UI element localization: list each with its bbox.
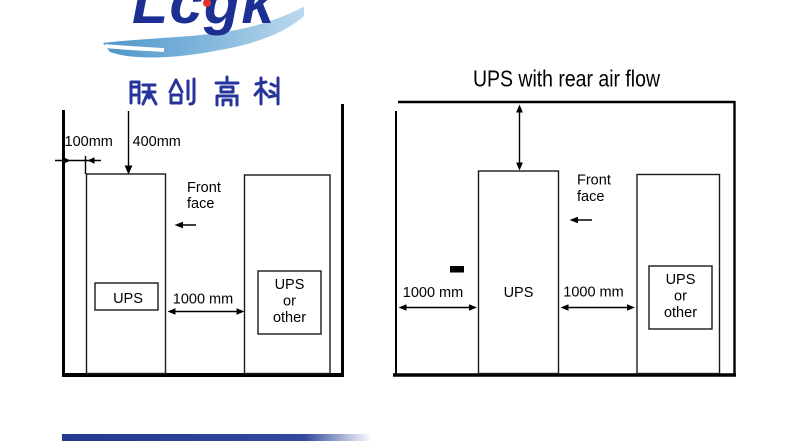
svg-text:Lcgk: Lcgk bbox=[132, 0, 277, 36]
svg-text:1000 mm: 1000 mm bbox=[173, 292, 233, 308]
svg-text:face: face bbox=[577, 189, 604, 205]
svg-text:100mm: 100mm bbox=[65, 134, 113, 150]
svg-text:400mm: 400mm bbox=[133, 134, 181, 150]
svg-text:UPS: UPS bbox=[275, 277, 305, 293]
svg-text:UPS: UPS bbox=[113, 291, 143, 307]
svg-text:UPS: UPS bbox=[504, 285, 534, 301]
svg-text:or: or bbox=[674, 289, 687, 305]
svg-text:UPS with rear air flow: UPS with rear air flow bbox=[473, 66, 660, 92]
svg-text:other: other bbox=[664, 305, 697, 321]
svg-text:other: other bbox=[273, 310, 306, 326]
svg-text:1000 mm: 1000 mm bbox=[563, 285, 623, 301]
svg-text:Front: Front bbox=[577, 173, 611, 189]
svg-text:1000 mm: 1000 mm bbox=[403, 285, 463, 301]
svg-text:UPS: UPS bbox=[666, 272, 696, 288]
svg-text:Front: Front bbox=[187, 180, 221, 196]
svg-text:or: or bbox=[283, 294, 296, 310]
svg-text:face: face bbox=[187, 196, 214, 212]
